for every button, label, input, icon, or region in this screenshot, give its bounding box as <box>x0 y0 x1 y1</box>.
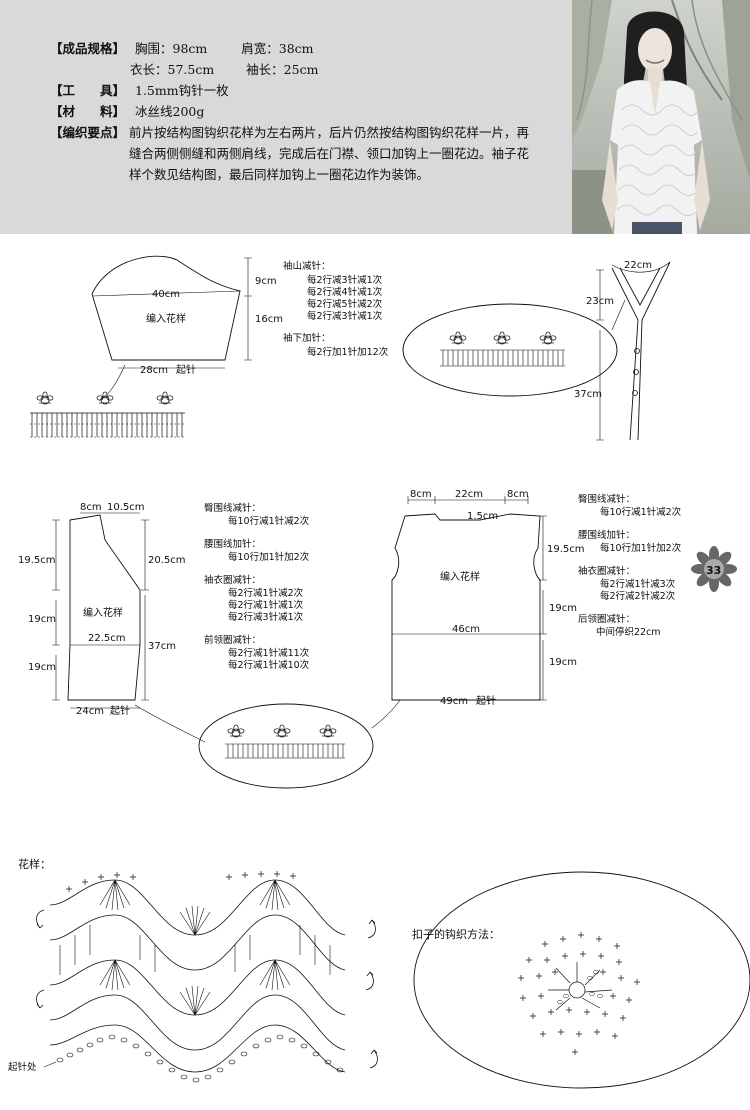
back-top-a: 8cm <box>410 489 432 500</box>
collar-edging-detail <box>402 299 626 397</box>
front-neck-line-1: 每2行减1针减11次 <box>228 647 310 659</box>
back-instructions: 臀围线减针： 每10行减1针减2次 腰围线加针： 每10行加1针加2次 袖衣圈减… <box>578 493 682 638</box>
tool-label: 【工 具】 <box>50 83 126 98</box>
knitting-points-row: 【编织要点】 前片按结构图钩织花样为左右两片，后片仍然按结构图钩织花样一片，再缝… <box>50 122 570 185</box>
front-armhole-line-3: 每2行减3针减1次 <box>228 611 304 623</box>
front-hip-title: 臀围线减针： <box>204 502 261 514</box>
front-top-b: 10.5cm <box>107 502 145 513</box>
back-hip-title: 臀围线减针： <box>578 493 635 505</box>
material-value: 冰丝线200g <box>135 104 205 119</box>
front-armhole-title: 袖衣圈减针： <box>204 574 261 586</box>
knitting-points-label: 【编织要点】 <box>50 125 126 140</box>
back-hip-line-1: 每10行减1针减2次 <box>600 506 682 518</box>
size-row-2: 衣长：57.5cm 袖长：25cm <box>50 59 570 80</box>
collar-v-depth: 23cm <box>586 296 614 307</box>
page-number-badge: 33 <box>691 546 737 592</box>
tool-row: 【工 具】 1.5mm钩针一枚 <box>50 80 570 101</box>
front-left-1: 19.5cm <box>18 555 56 566</box>
back-top-b: 22cm <box>455 489 483 500</box>
back-neck-title: 后领圈减针： <box>578 613 635 625</box>
size-label: 【成品规格】 <box>50 41 126 56</box>
sleeve-edging-stitches <box>30 413 185 438</box>
sleeve-start-label: 起针 <box>176 363 196 376</box>
body-edging-detail <box>198 699 401 789</box>
back-armhole-title: 袖衣圈减针： <box>578 565 635 577</box>
front-left-3: 19cm <box>28 662 56 673</box>
back-right-1: 19cm <box>549 603 577 614</box>
button-title: 扣子的钩织方法： <box>412 927 500 941</box>
front-waist-line-1: 每10行加1针加2次 <box>228 551 310 563</box>
button-chart: 扣子的钩织方法： <box>412 871 750 1089</box>
back-top-c: 8cm <box>507 489 529 500</box>
back-bottom-width: 49cm <box>440 696 468 707</box>
front-right-1: 20.5cm <box>148 555 186 566</box>
shoulder-value: 肩宽：38cm <box>241 41 314 56</box>
collar-neck-width: 22cm <box>624 260 652 271</box>
front-hip-line-1: 每10行减1针减2次 <box>228 515 310 527</box>
sleeve-cap-height: 9cm <box>255 276 277 287</box>
back-start-label: 起针 <box>476 694 496 707</box>
back-right-2: 19cm <box>549 657 577 668</box>
back-neck-line-1: 中间停织22cm <box>596 626 661 638</box>
back-neck-depth: 1.5cm <box>467 511 498 522</box>
sleeve-cap-title: 袖山减针： <box>283 260 331 272</box>
sleeve-center-label: 编入花样 <box>146 312 186 325</box>
front-right-2: 37cm <box>148 641 176 652</box>
length-value: 衣长：57.5cm <box>130 62 215 77</box>
collar-front-length: 37cm <box>574 389 602 400</box>
back-center-label: 编入花样 <box>440 570 480 583</box>
back-left-1: 19.5cm <box>547 544 585 555</box>
size-row: 【成品规格】 胸围：98cm 肩宽：38cm <box>50 38 570 59</box>
model-photo-illustration <box>572 0 750 234</box>
front-armhole-line-2: 每2行减1针减1次 <box>228 599 304 611</box>
tool-value: 1.5mm钩针一枚 <box>135 83 229 98</box>
collar-schematic: 22cm 23cm 37cm <box>574 260 671 441</box>
front-top-a: 8cm <box>80 502 102 513</box>
back-armhole-line-2: 每2行减2针减2次 <box>600 590 676 602</box>
front-instructions: 臀围线减针： 每10行减1针减2次 腰围线加针： 每10行加1针加2次 袖衣圈减… <box>204 502 310 671</box>
sleeve-schematic: 40cm 编入花样 28cm 起针 9cm 16cm <box>91 255 283 401</box>
model-photo <box>572 0 750 234</box>
pattern-title: 花样： <box>18 857 51 871</box>
back-armhole-line-1: 每2行减1针减3次 <box>600 578 676 590</box>
sleeve-cap-line-1: 每2行减3针减1次 <box>307 274 383 286</box>
sleeve-under-title: 袖下加针： <box>283 332 331 344</box>
front-neck-title: 前领圈减针： <box>204 634 261 646</box>
pattern-start-label: 起针处 <box>8 1061 37 1073</box>
back-waist-title: 腰围线加针： <box>578 529 635 541</box>
sleeve-bottom-width: 28cm <box>140 365 168 376</box>
front-schematic: 8cm 10.5cm 19.5cm 19cm 19cm 20.5cm 37cm … <box>18 502 206 743</box>
diagram-canvas: 40cm 编入花样 28cm 起针 9cm 16cm 袖山减针： 每2行减3针减… <box>8 255 750 1089</box>
back-mid-width: 46cm <box>452 624 480 635</box>
sleeve-cap-line-3: 每2行减5针减2次 <box>307 298 383 310</box>
sleeve-body-height: 16cm <box>255 314 283 325</box>
front-bottom-width: 24cm <box>76 706 104 717</box>
front-mid-width: 22.5cm <box>88 633 126 644</box>
page-number: 33 <box>706 564 721 577</box>
stitch-pattern-chart: 花样： <box>8 857 378 1083</box>
front-armhole-line-1: 每2行减1针减2次 <box>228 587 304 599</box>
material-row: 【材 料】 冰丝线200g <box>50 101 570 122</box>
sleeve-top-width: 40cm <box>152 289 180 300</box>
front-center-label: 编入花样 <box>83 606 123 619</box>
front-start-label: 起针 <box>110 704 130 717</box>
sleeve-cap-line-2: 每2行减4针减1次 <box>307 286 383 298</box>
front-neck-line-2: 每2行减1针减10次 <box>228 659 310 671</box>
material-label: 【材 料】 <box>50 104 126 119</box>
front-left-2: 19cm <box>28 614 56 625</box>
specifications-block: 【成品规格】 胸围：98cm 肩宽：38cm 衣长：57.5cm 袖长：25cm… <box>50 38 570 185</box>
back-schematic: 8cm 22cm 8cm 1.5cm 19.5cm 19cm 19cm 编入花样… <box>391 489 585 707</box>
sleeve-length-value: 袖长：25cm <box>246 62 319 77</box>
front-waist-title: 腰围线加针： <box>204 538 261 550</box>
knitting-points-value: 前片按结构图钩织花样为左右两片，后片仍然按结构图钩织花样一片，再缝合两侧侧缝和两… <box>129 125 530 182</box>
sleeve-edging-chart <box>30 391 185 438</box>
sleeve-under-line-1: 每2行加1针加12次 <box>307 346 389 358</box>
bust-value: 胸围：98cm <box>135 41 208 56</box>
sleeve-cap-line-4: 每2行减3针减1次 <box>307 310 383 322</box>
sleeve-instructions: 袖山减针： 每2行减3针减1次 每2行减4针减1次 每2行减5针减2次 每2行减… <box>283 260 389 358</box>
back-waist-line-1: 每10行加1针加2次 <box>600 542 682 554</box>
